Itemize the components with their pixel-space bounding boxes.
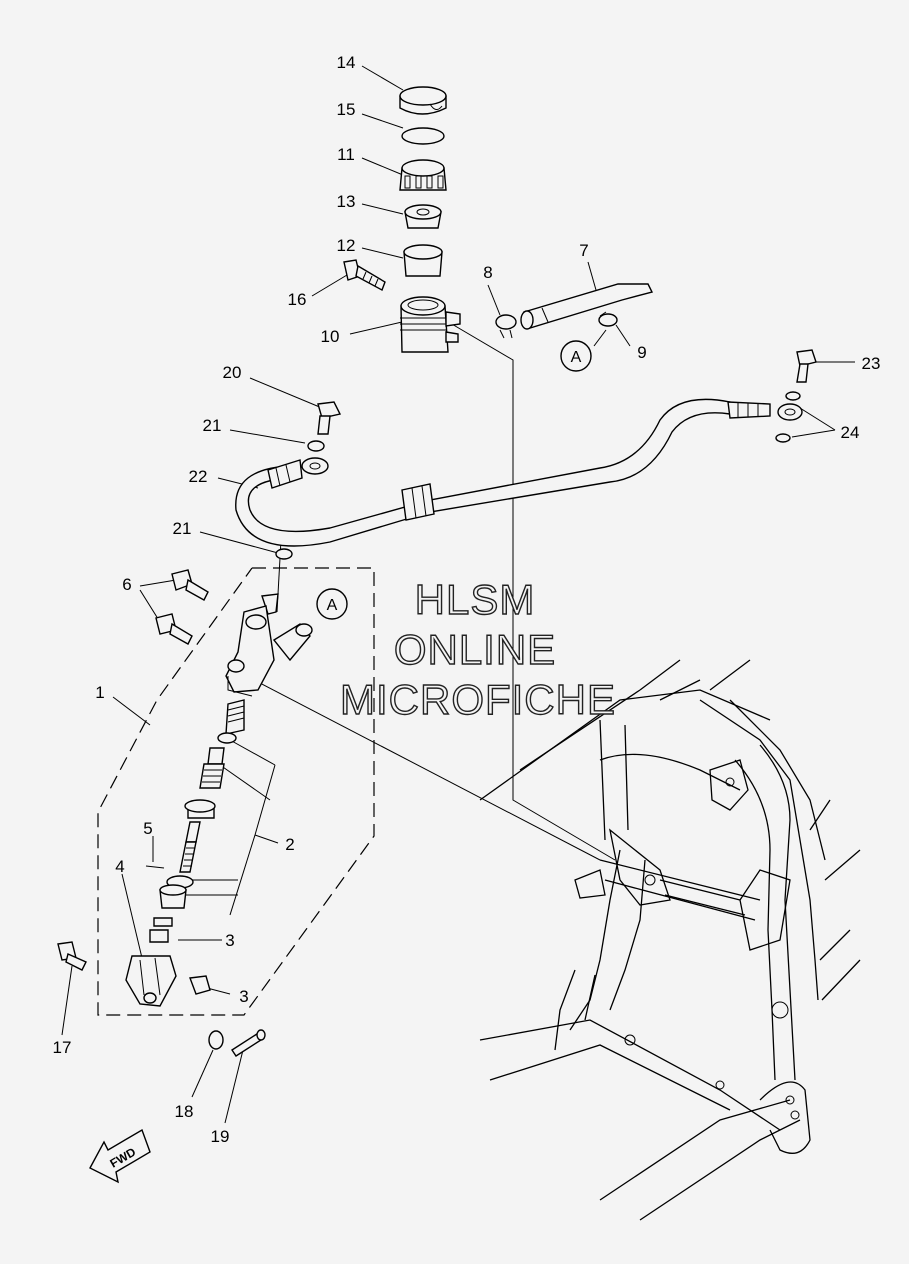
gasket-21-lower	[275, 548, 293, 560]
pin-5	[145, 865, 165, 869]
callout-19: 19	[211, 1127, 230, 1146]
callout-17: 17	[53, 1038, 72, 1057]
callout-12: 12	[337, 236, 356, 255]
nut-3	[189, 975, 211, 995]
plate-12	[403, 244, 443, 277]
assembly-boundary-1	[97, 567, 375, 1016]
callout-6: 6	[122, 575, 131, 594]
callout-5: 5	[143, 819, 152, 838]
callout-3-upper: 3	[225, 931, 234, 950]
pin-bolt-17	[57, 941, 87, 971]
diaphragm-15	[401, 127, 445, 145]
nut-stack	[149, 875, 194, 943]
leader-lines	[61, 65, 855, 1124]
callout-10: 10	[321, 327, 340, 346]
gasket-21-upper	[307, 440, 325, 452]
callout-11: 11	[337, 145, 355, 164]
bolt-6	[155, 569, 209, 645]
svg-text:A: A	[327, 597, 338, 614]
bolt-16	[343, 259, 386, 291]
washer-18	[208, 1030, 224, 1050]
callout-9: 9	[637, 343, 646, 362]
callout-2: 2	[285, 835, 294, 854]
seal-13	[404, 204, 442, 229]
callout-15: 15	[337, 100, 356, 119]
frame-structure	[479, 659, 861, 1221]
watermark-line-2: ONLINE	[394, 626, 556, 673]
callout-21-lower: 21	[173, 519, 192, 538]
reference-mark-a-upper: A	[560, 340, 592, 372]
bolt-23	[796, 349, 817, 383]
watermark: HLSM ONLINE MICROFICHE	[339, 575, 616, 723]
cotter-pin-19	[231, 1029, 266, 1057]
watermark-line-3: MICROFICHE	[340, 676, 616, 723]
callout-labels: 14 15 11 13 12 16 10 8 7 9 23 24 20 21 2…	[53, 53, 881, 1146]
callout-14: 14	[337, 53, 356, 72]
callout-16: 16	[288, 290, 307, 309]
gasket-24	[775, 391, 801, 443]
forward-direction-arrow: FWD	[89, 1128, 151, 1184]
callout-3-lower: 3	[239, 987, 248, 1006]
master-cylinder-body	[225, 593, 313, 697]
reservoir-hose-7	[520, 283, 654, 330]
piston-kit-2	[179, 699, 245, 873]
callout-1: 1	[95, 683, 104, 702]
callout-7: 7	[579, 241, 588, 260]
svg-text:A: A	[571, 349, 582, 366]
callout-20: 20	[223, 363, 242, 382]
callout-4: 4	[115, 857, 124, 876]
callout-13: 13	[337, 192, 356, 211]
bolt-20	[317, 401, 342, 435]
callout-23: 23	[862, 354, 881, 373]
cap-14	[399, 86, 447, 115]
clip-9	[598, 311, 618, 327]
clip-8	[495, 314, 517, 339]
cap-holder-11	[399, 159, 447, 191]
watermark-line-1: HLSM	[415, 576, 536, 623]
callout-21-upper: 21	[203, 416, 222, 435]
callout-18: 18	[175, 1102, 194, 1121]
callout-24: 24	[841, 423, 860, 442]
reservoir-tank-10	[400, 296, 461, 353]
callout-22: 22	[189, 467, 208, 486]
clevis-4	[125, 955, 177, 1007]
callout-8: 8	[483, 263, 492, 282]
reference-mark-a-lower: A	[316, 588, 348, 620]
brake-hose-22	[235, 398, 803, 547]
